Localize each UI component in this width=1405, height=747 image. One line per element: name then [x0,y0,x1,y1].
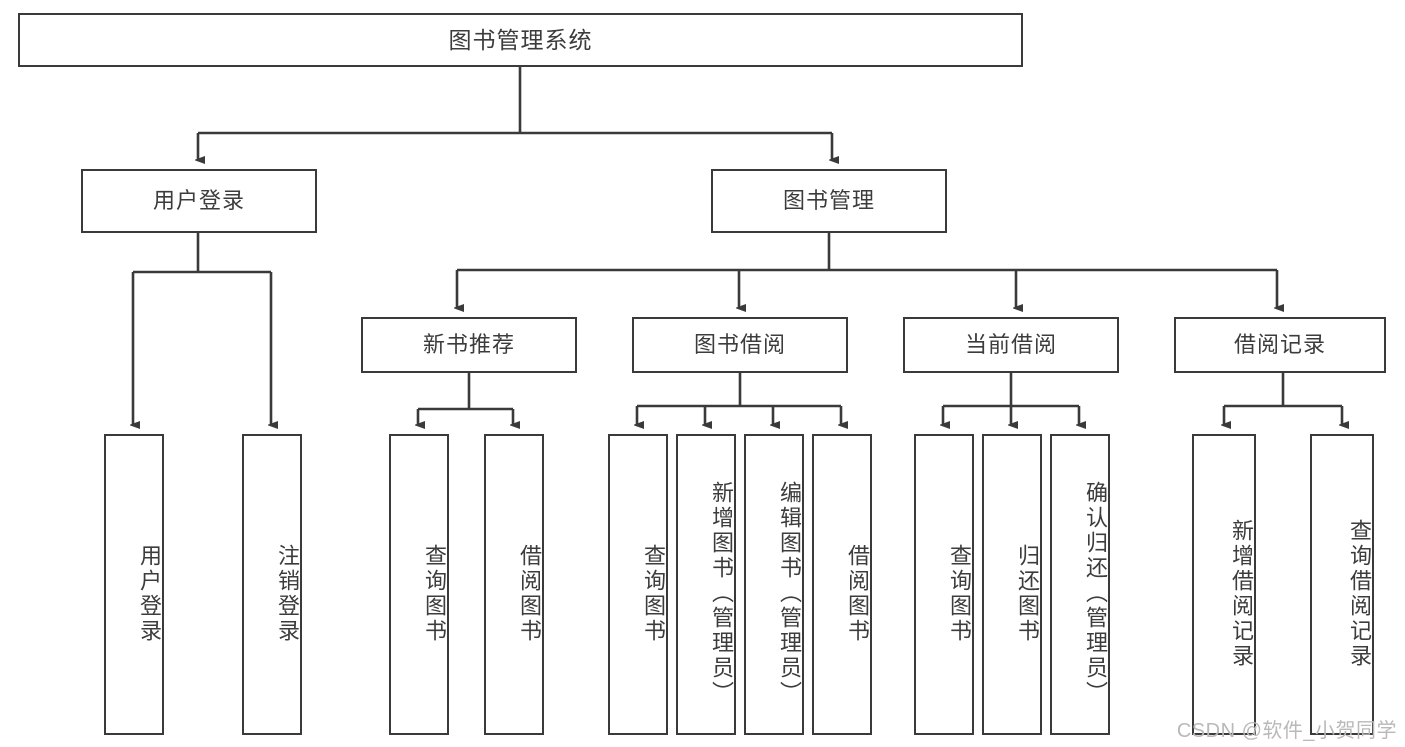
node-user-login-label: 用户登录 [152,188,245,214]
leaf-borrow-book-label: 借阅图书 [845,543,870,644]
leaf-user-login-label: 用户登录 [137,543,162,644]
leaf-add-book-admin[interactable]: 新增图书（管理员） [676,434,736,735]
node-new-book-recommend-label: 新书推荐 [422,332,515,358]
leaf-return-book-label: 归还图书 [1015,543,1040,644]
leaf-borrow-book-recommend-label: 借阅图书 [517,543,542,644]
leaf-query-book[interactable]: 查询图书 [608,434,668,735]
leaf-edit-book-admin-label: 编辑图书（管理员） [777,481,802,706]
node-current-borrow-label: 当前借阅 [964,332,1057,358]
leaf-query-borrow-record[interactable]: 查询借阅记录 [1310,434,1374,735]
watermark: CSDN @软件_小贺同学 [1176,720,1397,742]
leaf-query-book-label: 查询图书 [641,543,666,644]
leaf-query-book-current[interactable]: 查询图书 [914,434,974,735]
leaf-add-borrow-record-label: 新增借阅记录 [1229,518,1254,669]
node-current-borrow[interactable]: 当前借阅 [903,317,1119,373]
node-user-login[interactable]: 用户登录 [81,169,317,233]
leaf-add-book-admin-label: 新增图书（管理员） [709,481,734,706]
leaf-confirm-return-admin[interactable]: 确认归还（管理员） [1050,434,1110,735]
node-root-label: 图书管理系统 [448,26,593,53]
leaf-user-login[interactable]: 用户登录 [104,434,164,735]
node-book-borrow[interactable]: 图书借阅 [632,317,848,373]
leaf-return-book[interactable]: 归还图书 [982,434,1042,735]
node-book-management[interactable]: 图书管理 [711,169,947,233]
leaf-user-logout[interactable]: 注销登录 [242,434,302,735]
leaf-query-book-current-label: 查询图书 [947,543,972,644]
node-book-borrow-label: 图书借阅 [693,332,786,358]
leaf-confirm-return-admin-label: 确认归还（管理员） [1083,481,1108,706]
node-borrow-record-label: 借阅记录 [1233,332,1326,358]
leaf-edit-book-admin[interactable]: 编辑图书（管理员） [744,434,804,735]
node-borrow-record[interactable]: 借阅记录 [1174,317,1386,373]
node-book-management-label: 图书管理 [782,188,875,214]
leaf-query-borrow-record-label: 查询借阅记录 [1347,518,1372,669]
leaf-query-book-recommend-label: 查询图书 [422,543,447,644]
leaf-user-logout-label: 注销登录 [275,543,300,644]
leaf-borrow-book-recommend[interactable]: 借阅图书 [484,434,544,735]
node-root[interactable]: 图书管理系统 [18,13,1023,67]
leaf-query-book-recommend[interactable]: 查询图书 [389,434,449,735]
node-new-book-recommend[interactable]: 新书推荐 [361,317,577,373]
leaf-add-borrow-record[interactable]: 新增借阅记录 [1192,434,1256,735]
leaf-borrow-book[interactable]: 借阅图书 [812,434,872,735]
